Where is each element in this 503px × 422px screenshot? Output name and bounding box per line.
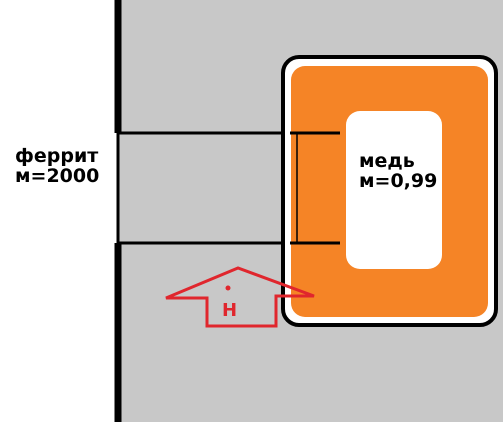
copper-label: медь м=0,99 (359, 150, 438, 192)
ferrite-core-lower-inner (117, 244, 290, 422)
copper-label-permeability: м=0,99 (359, 169, 438, 192)
ferrite-label-name: феррит (15, 145, 99, 167)
ferrite-label-permeability: м=2000 (15, 164, 100, 187)
copper-window (346, 111, 442, 269)
field-arrow-dot (225, 285, 231, 291)
copper-label-name: медь (359, 150, 415, 172)
field-label: H (222, 300, 238, 321)
ferrite-pole-piece (116, 131, 292, 245)
ferrite-label: феррит м=2000 (15, 145, 100, 187)
field-arrow-icon (165, 266, 315, 328)
